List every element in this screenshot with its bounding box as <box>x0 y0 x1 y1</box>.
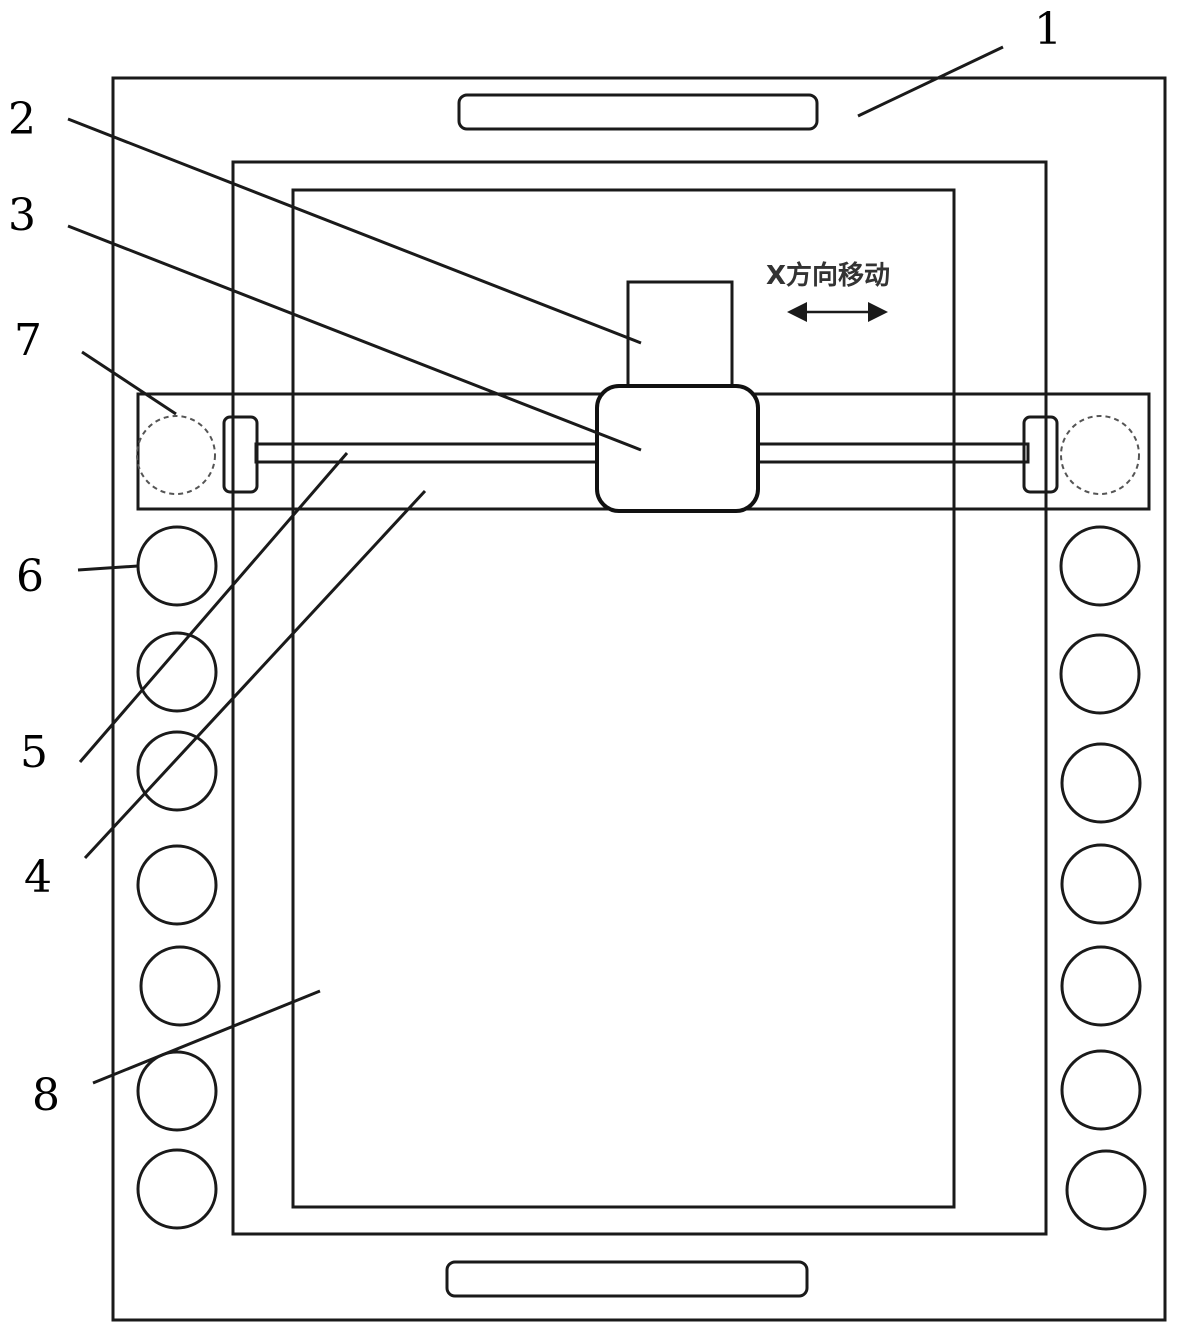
motion-caption: X方向移动 <box>766 260 890 291</box>
leader-line-3 <box>67 224 642 452</box>
right-slider <box>1022 415 1059 494</box>
bottom-handle-slot <box>445 1260 809 1298</box>
right-well-column <box>1059 525 1147 1231</box>
right-well <box>1065 1149 1147 1231</box>
left-slider <box>222 415 259 494</box>
right-well <box>1060 945 1142 1027</box>
left-well <box>136 525 218 607</box>
right-well <box>1059 633 1141 715</box>
right-well <box>1060 843 1142 925</box>
left-well <box>136 1148 218 1230</box>
inner-platform <box>291 188 956 1209</box>
leader-line-8 <box>92 989 321 1085</box>
leader-line-6 <box>77 564 139 572</box>
leader-line-4 <box>83 489 427 860</box>
label-7: 7 <box>14 315 42 366</box>
right-pulley <box>1060 415 1140 495</box>
label-2: 2 <box>8 94 36 145</box>
left-well <box>136 730 218 812</box>
right-well <box>1060 742 1142 824</box>
left-well <box>136 631 218 713</box>
label-6: 6 <box>16 551 44 602</box>
label-8: 8 <box>32 1070 60 1121</box>
left-well <box>139 945 221 1027</box>
right-well <box>1060 1049 1142 1131</box>
leader-line-1 <box>857 45 1004 118</box>
left-well <box>136 844 218 926</box>
right-well <box>1059 525 1141 607</box>
label-4: 4 <box>24 852 52 903</box>
carriage <box>595 384 760 513</box>
outer-frame <box>111 76 1167 1322</box>
leader-line-5 <box>78 452 349 763</box>
label-5: 5 <box>20 727 48 778</box>
top-handle-slot <box>457 93 819 131</box>
label-3: 3 <box>8 190 36 241</box>
middle-frame <box>231 160 1048 1236</box>
sensor-block <box>626 280 734 394</box>
left-well-column <box>136 525 221 1230</box>
leader-line-2 <box>67 117 642 345</box>
label-1: 1 <box>1034 4 1062 55</box>
leader-line-7 <box>81 350 177 416</box>
left-well <box>136 1050 218 1132</box>
left-pulley <box>136 415 216 495</box>
